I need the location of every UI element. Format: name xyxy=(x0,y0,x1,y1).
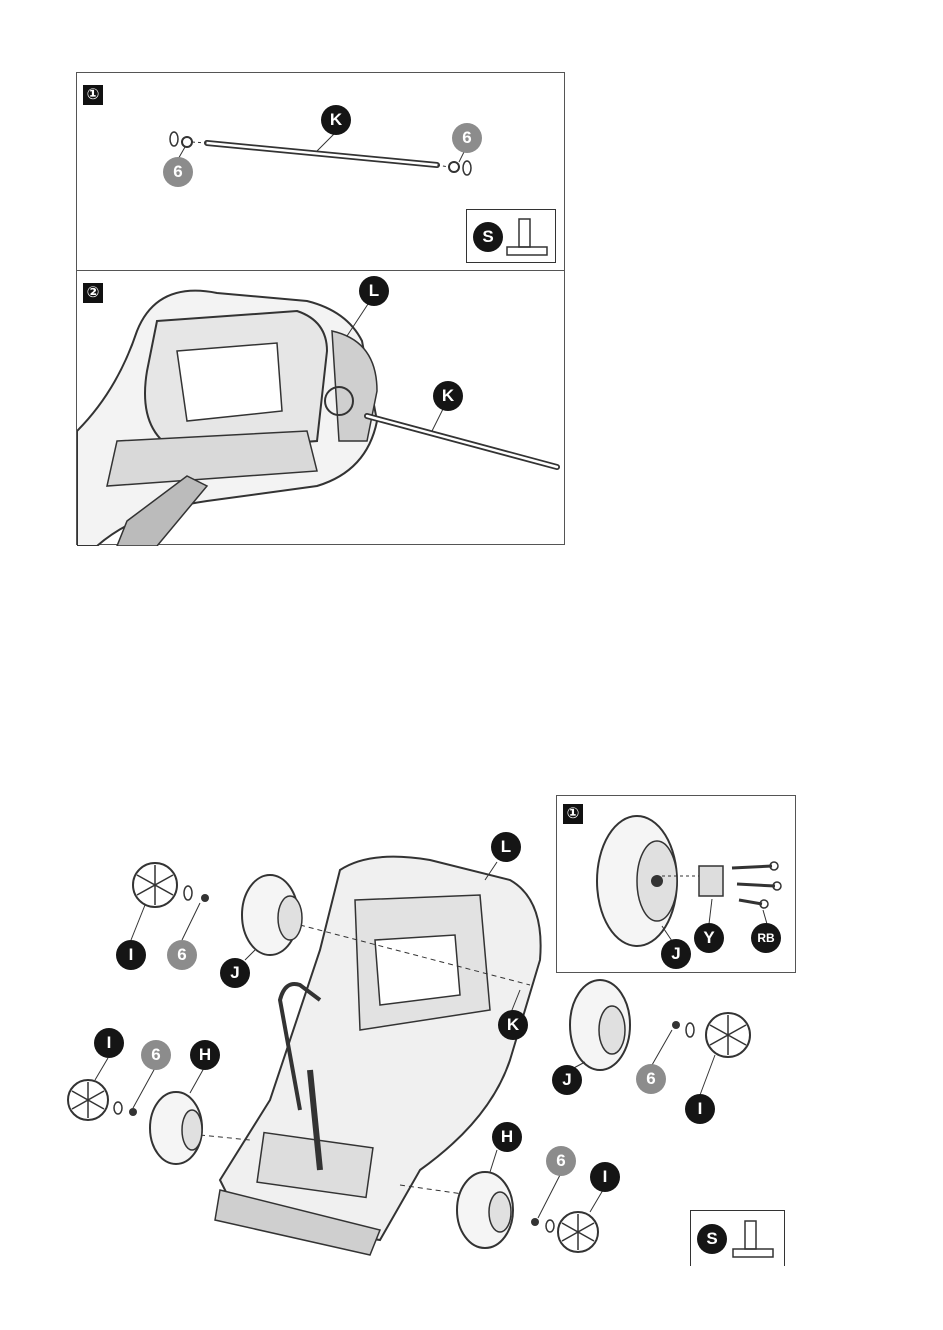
callout-i-rear-left: I xyxy=(116,940,146,970)
tool-box-wheel-assembly: S xyxy=(690,1210,785,1266)
callout-i-front-left: I xyxy=(94,1028,124,1058)
callout-6-rear-right: 6 xyxy=(636,1064,666,1094)
callout-k-axle: K xyxy=(498,1010,528,1040)
screwdriver-tool-icon xyxy=(505,215,555,259)
step-2-panel: ② L K xyxy=(76,270,565,545)
callout-tool-s: S xyxy=(473,222,503,252)
callout-l-frame: L xyxy=(491,832,521,862)
callout-k: K xyxy=(321,105,351,135)
callout-6-front-right: 6 xyxy=(546,1146,576,1176)
callout-i-rear-right: I xyxy=(685,1094,715,1124)
callout-6-rear-left: 6 xyxy=(167,940,197,970)
step-1-panel: ① K 6 6 S xyxy=(76,72,565,272)
kart-frame-and-axle-drawing xyxy=(77,271,566,546)
callout-tool-s-wheels: S xyxy=(697,1224,727,1254)
wheel-detail-inset: ① Y RB J xyxy=(556,795,796,973)
callout-6-left: 6 xyxy=(163,157,193,187)
callout-k-step-2: K xyxy=(433,381,463,411)
callout-j-rear-left: J xyxy=(220,958,250,988)
callout-j-inset: J xyxy=(661,939,691,969)
callout-6-right: 6 xyxy=(452,123,482,153)
callout-rb: RB xyxy=(751,923,781,953)
callout-h-front-right: H xyxy=(492,1122,522,1152)
callout-i-front-right: I xyxy=(590,1162,620,1192)
screwdriver-tool-icon xyxy=(731,1217,781,1263)
callout-y: Y xyxy=(694,923,724,953)
callout-h-front-left: H xyxy=(190,1040,220,1070)
callout-6-front-left: 6 xyxy=(141,1040,171,1070)
tool-box-step-1: S xyxy=(466,209,556,263)
callout-j-rear-right: J xyxy=(552,1065,582,1095)
callout-l: L xyxy=(359,276,389,306)
